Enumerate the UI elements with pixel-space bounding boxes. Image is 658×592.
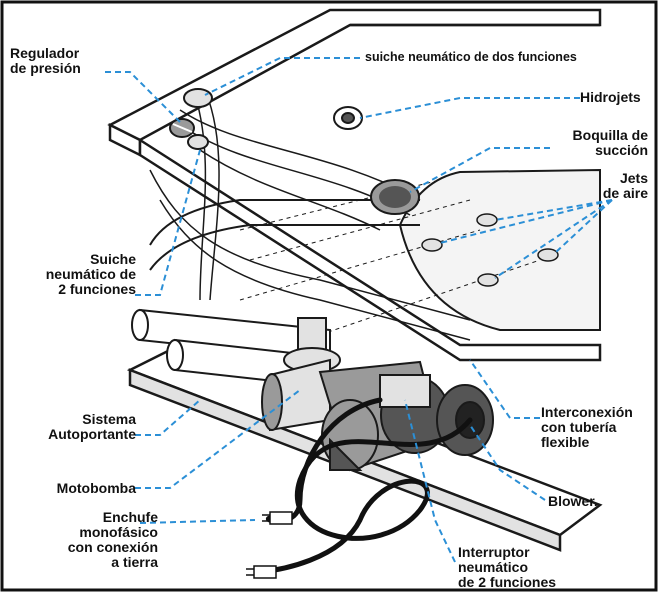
label-suiche-neumatico-top: suiche neumático de dos funciones	[365, 50, 577, 64]
label-boquilla-de-succion: Boquilla de succión	[572, 127, 648, 158]
label-hidrojets: Hidrojets	[580, 89, 641, 105]
label-sistema-autoportante: Sistema Autoportante	[48, 411, 136, 442]
label-motobomba: Motobomba	[56, 480, 136, 496]
leader-suiche-top	[204, 57, 360, 96]
support-pipes	[131, 308, 331, 387]
suction-nozzle	[370, 179, 420, 215]
leader-regulador	[105, 71, 181, 123]
label-interruptor: Interruptor neumático de 2 funciones	[458, 544, 557, 590]
leader-lines	[105, 57, 613, 563]
leader-jets-4	[554, 199, 613, 254]
label-enchufe: Enchufe monofásico con conexión a tierra	[67, 509, 158, 570]
leader-boquilla	[409, 147, 550, 193]
leader-interconexion	[469, 359, 540, 419]
air-jets	[421, 213, 559, 287]
label-blower: Blower.	[548, 493, 598, 509]
plug-bottom	[246, 565, 277, 579]
flexible-piping	[149, 89, 471, 341]
label-jets-de-aire: Jets de aire	[602, 170, 648, 201]
leader-enchufe	[139, 519, 256, 524]
leader-jets-3	[494, 199, 613, 279]
tub-rim	[107, 8, 602, 362]
leader-interruptor	[404, 399, 456, 563]
leader-motobomba	[135, 389, 301, 489]
label-regulador-de-presion: Regulador de presión	[10, 45, 81, 76]
leader-hidrojets	[359, 97, 580, 119]
leader-suiche-left	[135, 149, 201, 296]
label-interconexion: Interconexión con tubería flexible	[541, 404, 633, 450]
leader-blower	[469, 424, 546, 501]
leader-sistema	[135, 399, 201, 436]
plug-top	[262, 511, 293, 525]
label-suiche-neumatico-left: Suiche neumático de 2 funciones	[45, 251, 136, 297]
